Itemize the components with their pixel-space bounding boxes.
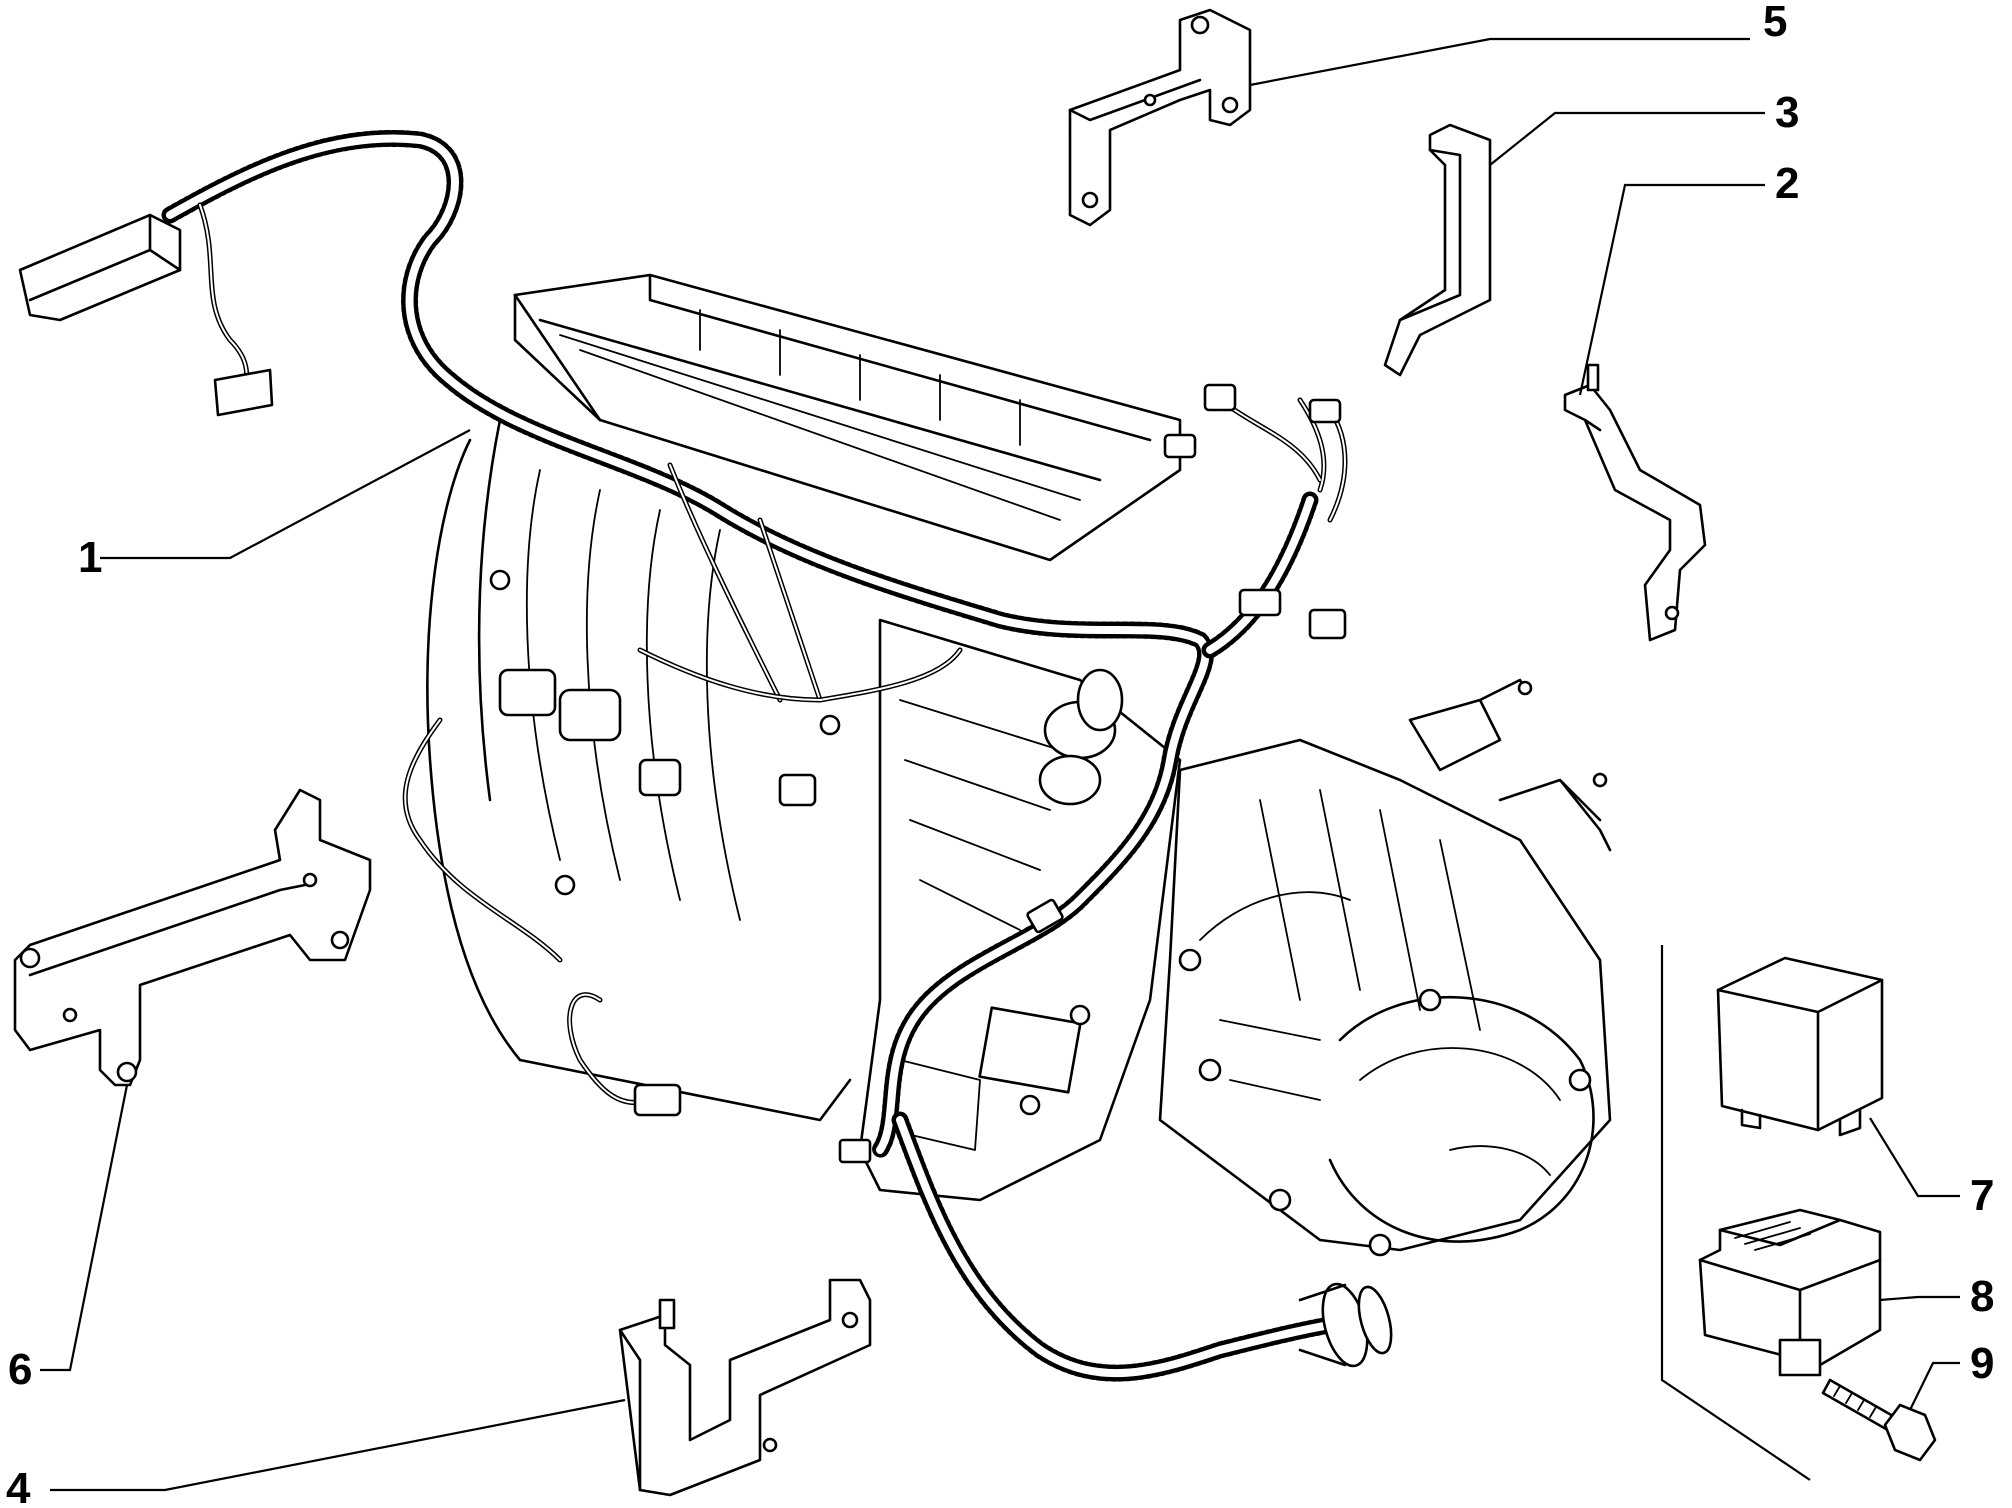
relay-part-7 [1716,956,1884,1132]
wiring-harness-part-1 [18,129,1393,1382]
bracket-part-6 [13,788,372,1087]
bolt-part-9 [1821,1378,1937,1462]
callout-labels: 1 2 3 4 5 6 7 8 9 [6,0,1994,1508]
electronics-group [1660,945,1937,1481]
bracket-part-5 [1068,8,1252,227]
callout-1: 1 [78,533,102,582]
leader-lines [40,37,1960,1492]
bracket-part-3 [1383,123,1492,377]
callout-4: 4 [6,1464,31,1508]
engine-assembly [426,273,1612,1257]
bracket-part-2 [1563,363,1707,642]
callout-6: 6 [8,1345,32,1394]
callout-8: 8 [1970,1272,1994,1321]
callout-9: 9 [1970,1339,1994,1388]
callout-7: 7 [1970,1171,1994,1220]
callout-2: 2 [1775,159,1799,208]
bracket-part-4 [618,1278,872,1497]
callout-3: 3 [1775,88,1799,137]
callout-5: 5 [1763,0,1787,46]
